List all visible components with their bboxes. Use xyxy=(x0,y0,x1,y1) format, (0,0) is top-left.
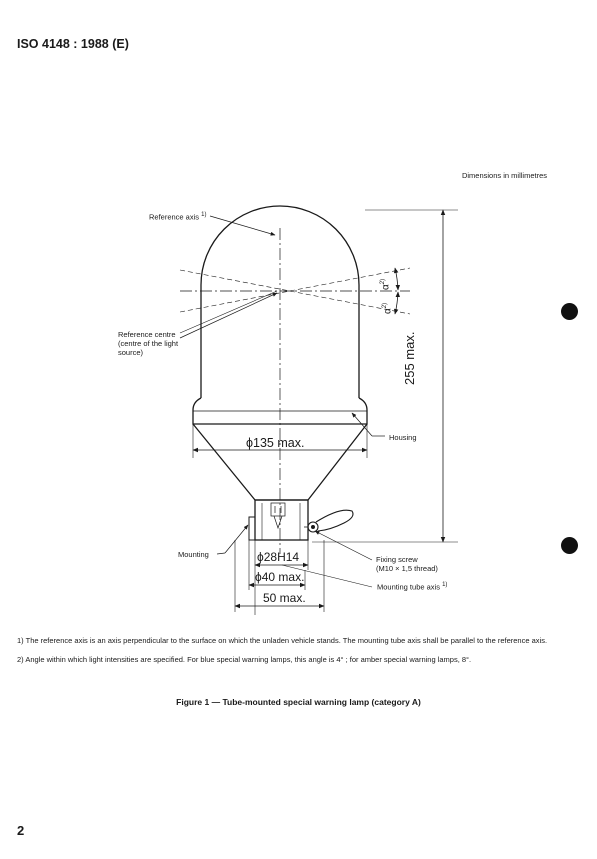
footnote-2: 2) Angle within which light intensities … xyxy=(17,654,472,664)
alpha-label-lower: α2) xyxy=(382,302,394,314)
housing-label: Housing xyxy=(389,433,417,442)
reference-axis-label: Reference axis 1) xyxy=(149,212,207,222)
fixing-screw-wing xyxy=(315,509,354,532)
punch-hole-top xyxy=(561,303,578,320)
mounting-tube-axis-label: Mounting tube axis 1) xyxy=(377,582,448,592)
dia-housing-text: ϕ135 max. xyxy=(246,436,305,450)
dimensions-note: Dimensions in millimetres xyxy=(461,171,547,180)
dia-flange-text: ϕ40 max. xyxy=(255,570,305,584)
document-header: ISO 4148 : 1988 (E) xyxy=(17,37,129,51)
alpha-label-upper: α2) xyxy=(380,278,392,290)
footnotes: 1) The reference axis is an axis perpend… xyxy=(17,636,572,673)
page-number: 2 xyxy=(17,823,25,838)
lamp-dome-outline xyxy=(200,205,360,398)
reference-centre-label: Reference centre (centre of the light so… xyxy=(118,330,179,357)
figure-caption: Figure 1 — Tube-mounted special warning … xyxy=(176,697,421,707)
mounting-label: Mounting xyxy=(178,550,209,559)
base-width-text: 50 max. xyxy=(263,591,306,605)
height-dimension-text: 255 max. xyxy=(402,331,417,385)
punch-hole-bottom xyxy=(561,537,578,554)
footnote-1: 1) The reference axis is an axis perpend… xyxy=(17,636,548,645)
dia-tube-text: ϕ28H14 xyxy=(257,550,300,564)
fixing-screw-label: Fixing screw (M10 × 1,5 thread) xyxy=(376,555,438,573)
